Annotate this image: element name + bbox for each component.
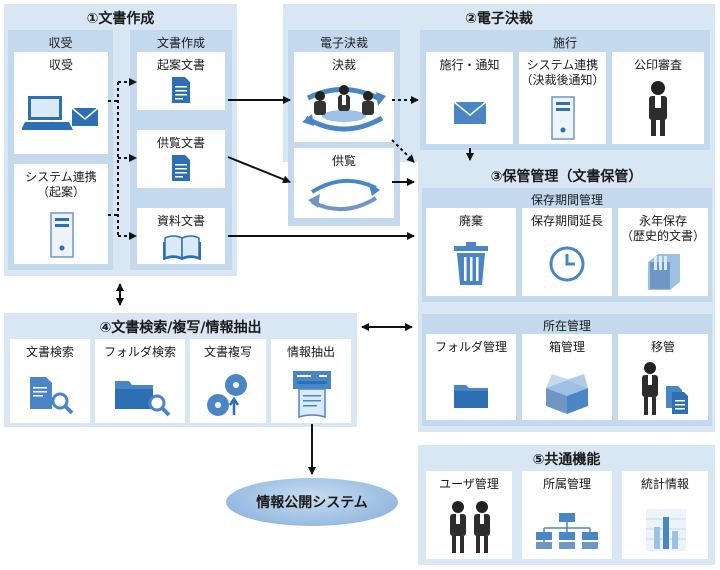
section-title: ②電子決裁 <box>465 11 533 27</box>
card-label: 保存期間延長 <box>530 214 603 228</box>
card-document-copy: 文書複写 <box>190 339 266 423</box>
users-icon <box>450 501 490 553</box>
mail-icon <box>454 102 486 124</box>
card-label: 公印審査 <box>633 58 682 72</box>
card-label: 資料文書 <box>156 214 205 228</box>
card-label: 起案文書 <box>156 58 205 72</box>
section-storage-management: ③保管管理（文書保管） 保存期間管理 廃棄 保存期間延長 永年保存 （歴史的文書… <box>418 162 715 432</box>
card-system-link-notice: システム連携 （決裁後通知） <box>519 52 606 144</box>
person-icon <box>649 81 667 136</box>
sub-title: 所在管理 <box>542 319 591 333</box>
section-common-functions: ⑤共通機能 ユーザ管理 所属管理 統計情報 <box>418 445 715 565</box>
card-seal-review: 公印審査 <box>612 52 704 144</box>
sub-title: 収受 <box>48 36 73 50</box>
section-title: ③保管管理（文書保管） <box>490 169 643 185</box>
card-enforcement-notice: 施行・通知 <box>426 52 513 144</box>
bar-chart-icon <box>646 509 686 551</box>
sub-title: 保存期間管理 <box>530 193 603 207</box>
card-label: 統計情報 <box>640 477 689 491</box>
card-user-management: ユーザ管理 <box>426 471 512 559</box>
sub-retention-management: 保存期間管理 廃棄 保存期間延長 永年保存 （歴史的文書） <box>422 188 712 302</box>
card-label: 廃棄 <box>458 214 483 228</box>
card-folder-search: フォルダ検索 <box>95 339 185 423</box>
card-department-management: 所属管理 <box>522 471 612 559</box>
card-system-link-draft: システム連携 （起案） <box>14 164 108 264</box>
card-permanent-retention: 永年保存 （歴史的文書） <box>618 208 708 296</box>
sub-location-management: 所在管理 フォルダ管理 箱管理 移管 <box>422 314 712 426</box>
section-title: ⑤共通機能 <box>532 452 601 468</box>
person-documents-icon <box>642 362 688 415</box>
card-label: 移管 <box>650 340 675 354</box>
card-disposal: 廃棄 <box>426 208 516 296</box>
sub-receipt: 収受 収受 システム連携 （起案） <box>8 30 113 270</box>
folder-search-icon <box>115 381 171 417</box>
card-approval: 決裁 <box>294 52 394 142</box>
sub-title: 施行 <box>552 36 577 50</box>
card-circulation: 供覧 <box>294 148 394 218</box>
printer-icon <box>293 371 331 419</box>
section-electronic-approval: ②電子決裁 電子決裁 決裁 供覧 <box>283 4 715 226</box>
book-icon <box>163 235 201 260</box>
document-icon <box>172 77 190 103</box>
sub-title: 文書作成 <box>156 36 205 50</box>
card-label: 施行・通知 <box>439 58 500 72</box>
card-label: システム連携 （決裁後通知） <box>520 58 605 87</box>
card-transfer: 移管 <box>618 334 708 420</box>
card-label: 永年保存 （歴史的文書） <box>620 214 705 243</box>
server-icon <box>551 96 575 140</box>
card-circulation-document: 供覧文書 <box>137 130 225 188</box>
card-label: 収受 <box>48 58 73 72</box>
card-statistics: 統計情報 <box>622 471 708 559</box>
sub-electronic-approval: 電子決裁 決裁 供覧 <box>288 30 400 226</box>
card-box-management: 箱管理 <box>522 334 612 420</box>
sub-enforcement: 施行 施行・通知 システム連携 （決裁後通知） 公印審査 <box>420 30 710 150</box>
card-receipt: 収受 <box>14 52 108 154</box>
clock-icon <box>549 246 585 282</box>
disc-copy-icon <box>207 374 247 416</box>
meeting-people-icon <box>302 85 386 132</box>
card-label: 所属管理 <box>542 477 591 491</box>
card-label: ユーザ管理 <box>439 477 499 491</box>
card-draft-document: 起案文書 <box>137 52 225 110</box>
sub-title: 電子決裁 <box>319 36 368 50</box>
information-disclosure-system: 情報公開システム <box>226 478 398 526</box>
card-label: フォルダ検索 <box>103 345 176 359</box>
card-label: 供覧 <box>331 154 356 168</box>
card-document-search: 文書検索 <box>10 339 90 423</box>
trash-icon <box>454 242 488 285</box>
section-document-creation: ①文書作成 収受 収受 システム連携 （起案） 文書作成 <box>4 4 237 276</box>
card-label: 文書複写 <box>203 345 252 359</box>
server-icon <box>50 212 74 258</box>
card-label: 箱管理 <box>548 340 585 354</box>
section-title: ④文書検索/複写/情報抽出 <box>99 320 262 336</box>
card-reference-document: 資料文書 <box>137 208 225 264</box>
box-icon <box>546 374 588 414</box>
document-search-icon <box>30 377 74 415</box>
card-information-extraction: 情報抽出 <box>271 339 351 423</box>
sub-document-creation: 文書作成 起案文書 供覧文書 資料文書 <box>130 30 232 270</box>
card-retention-extension: 保存期間延長 <box>522 208 612 296</box>
card-label: 供覧文書 <box>156 136 205 150</box>
card-label: フォルダ管理 <box>434 340 507 354</box>
circular-arrows-icon <box>308 178 380 212</box>
folder-icon <box>454 385 488 408</box>
file-box-icon <box>648 254 680 290</box>
card-folder-management: フォルダ管理 <box>426 334 516 420</box>
card-label: 文書検索 <box>25 345 74 359</box>
section-title: ①文書作成 <box>86 11 155 27</box>
card-label: 情報抽出 <box>286 345 335 359</box>
card-label: システム連携 （起案） <box>25 170 97 199</box>
card-label: 決裁 <box>331 58 356 72</box>
org-chart-icon <box>536 513 598 549</box>
section-search-copy-extract: ④文書検索/複写/情報抽出 文書検索 フォルダ検索 文書複写 情報抽出 <box>4 313 357 427</box>
laptop-mail-icon <box>22 96 99 130</box>
document-icon <box>172 155 190 181</box>
